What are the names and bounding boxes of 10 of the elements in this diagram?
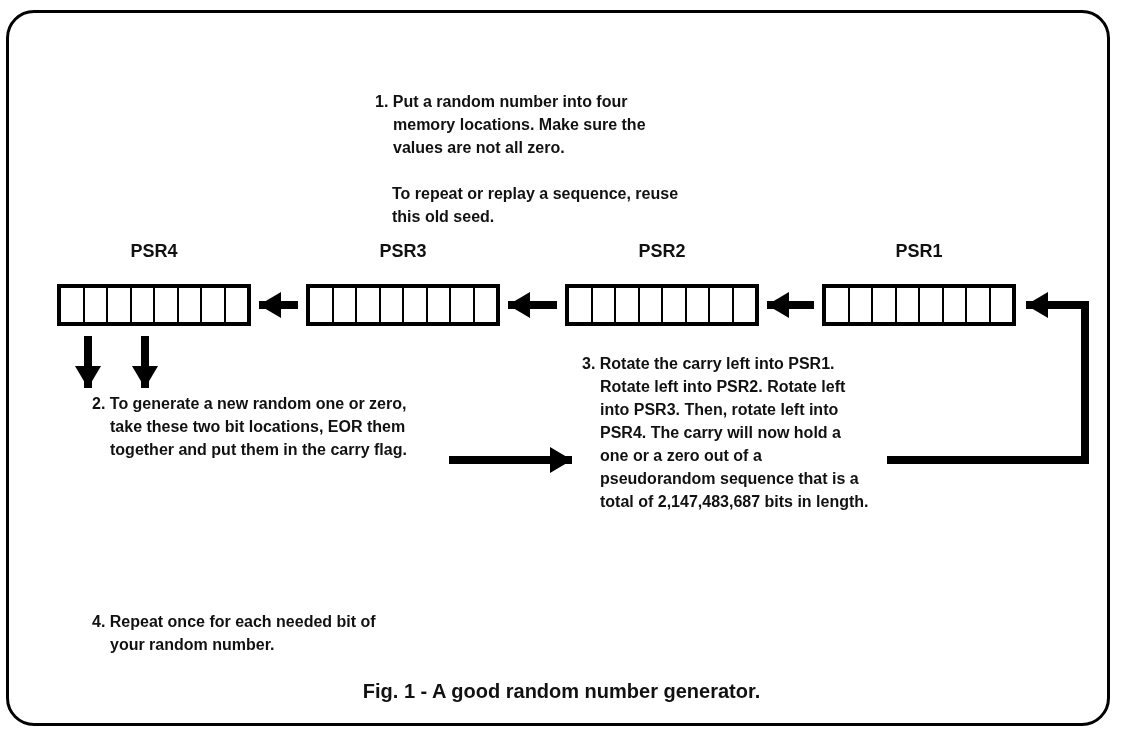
step-text: 1. Put a random number into four memory locations. Make sure the values are not all zero.	[375, 92, 647, 158]
register-label: PSR1	[895, 240, 943, 262]
register-label: PSR4	[130, 240, 178, 262]
step-text: 2. To generate a new random one or zero, take these two bit locations, EOR them together and put them in the carry flag.	[92, 392, 437, 461]
step-text: 3. Rotate the carry left into PSR1. Rotate left into PSR2. Rotate left into PSR3. Then, rotate left into PSR4. The carry will now hold a one or a zero out of a pseudorandom sequence that is a total of 2,147,483,687 bits in length.	[582, 352, 872, 513]
note-text: To repeat or replay a sequence, reuse this old seed.	[392, 184, 680, 227]
step-text: 4. Repeat once for each needed bit of your random number.	[92, 612, 377, 655]
register-label: PSR3	[379, 240, 427, 262]
figure-caption: Fig. 1 - A good random number generator.	[361, 680, 762, 703]
register-label: PSR2	[638, 240, 686, 262]
